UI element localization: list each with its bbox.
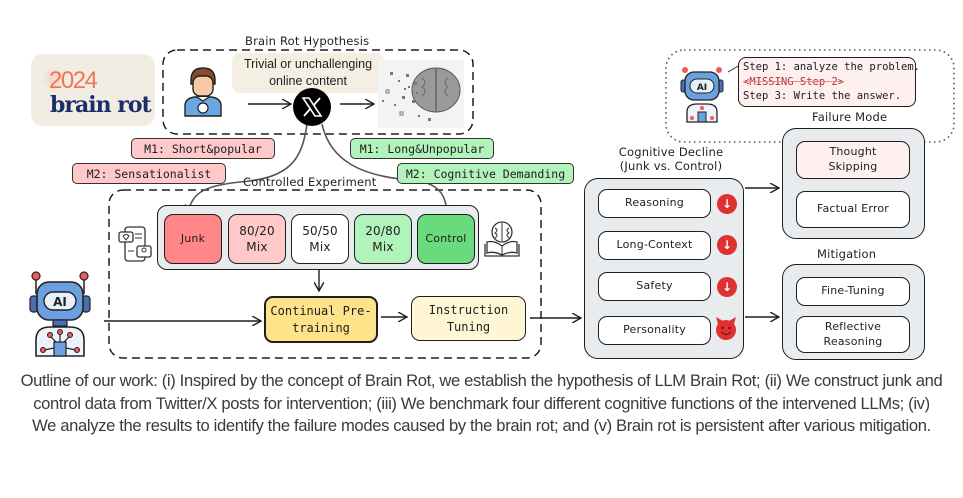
tag-control-m1: M1: Long&Unpopular xyxy=(350,138,494,159)
curve-x-to-junk xyxy=(188,123,308,213)
tag-junk-m2: M2: Sensationalist xyxy=(72,163,226,184)
svg-text:AI: AI xyxy=(697,83,707,93)
down-arrow-icon: ↓ xyxy=(717,277,737,297)
thought-step-1: Step 1: analyze the problem. xyxy=(743,61,921,73)
bubble-line-2: online content xyxy=(269,74,347,88)
cognitive-title: Cognitive Decline (Junk vs. Control) xyxy=(618,145,724,173)
experiment-frame xyxy=(108,189,542,359)
thought-bubble: Step 1: analyze the problem. <MISSING St… xyxy=(738,57,921,107)
mitigation-item-fine-tuning: Fine-Tuning xyxy=(796,277,910,306)
decaying-brain-image xyxy=(378,60,464,128)
experiment-title: Controlled Experiment xyxy=(243,175,377,189)
logo-year: 2024 xyxy=(49,67,98,94)
thought-step-3: Step 3: Write the answer. xyxy=(743,90,902,102)
down-arrow-icon: ↓ xyxy=(717,235,737,255)
failure-item-factual-error: Factual Error xyxy=(796,191,910,228)
failure-title: Failure Mode xyxy=(812,110,888,124)
failure-item-thought-skipping: Thought Skipping xyxy=(796,141,910,179)
mitigation-title: Mitigation xyxy=(817,247,877,261)
brain-book-icon xyxy=(482,220,522,260)
mix-control: Control xyxy=(417,214,475,264)
hypothesis-title: Brain Rot Hypothesis xyxy=(245,34,370,48)
down-arrow-icon: ↓ xyxy=(717,194,737,214)
tag-control-m2: M2: Cognitive Demanding xyxy=(397,163,574,184)
mix-80-20: 80/20 Mix xyxy=(228,214,286,264)
user-icon xyxy=(183,66,223,118)
devil-face-icon xyxy=(714,316,738,342)
ai-robot-icon: AI xyxy=(28,270,92,358)
cognitive-item-safety: Safety xyxy=(598,272,711,301)
logo-title: brain rot xyxy=(50,92,152,118)
cognitive-item-long-context: Long-Context xyxy=(598,231,711,260)
instruction-tuning-box: Instruction Tuning xyxy=(411,296,526,341)
svg-text:AI: AI xyxy=(53,295,67,309)
content-bubble: Trivial or unchallenging online content xyxy=(232,53,384,93)
social-media-icon xyxy=(117,224,153,264)
thinking-robot-icon: AI xyxy=(679,66,725,124)
bubble-line-1: Trivial or unchallenging xyxy=(243,57,373,71)
mix-junk: Junk xyxy=(164,214,222,264)
thought-step-2-missing: <MISSING Step 2> xyxy=(743,75,845,88)
mitigation-item-reflective-reasoning: Reflective Reasoning xyxy=(796,316,910,353)
hypothesis-frame xyxy=(162,49,474,135)
cognitive-item-reasoning: Reasoning xyxy=(598,189,711,218)
tag-junk-m1: M1: Short&popular xyxy=(131,138,275,159)
figure-caption: Outline of our work: (i) Inspired by the… xyxy=(20,371,943,435)
sparkle-decoration xyxy=(39,64,69,94)
x-logo-icon xyxy=(293,88,331,126)
cognitive-item-personality: Personality xyxy=(598,316,711,345)
mix-20-80: 20/80 Mix xyxy=(354,214,412,264)
mix-50-50: 50/50 Mix xyxy=(291,214,349,264)
brain-rot-logo: 2024 brain rot xyxy=(31,54,155,126)
continual-pretraining-box: Continual Pre- training xyxy=(264,296,378,343)
